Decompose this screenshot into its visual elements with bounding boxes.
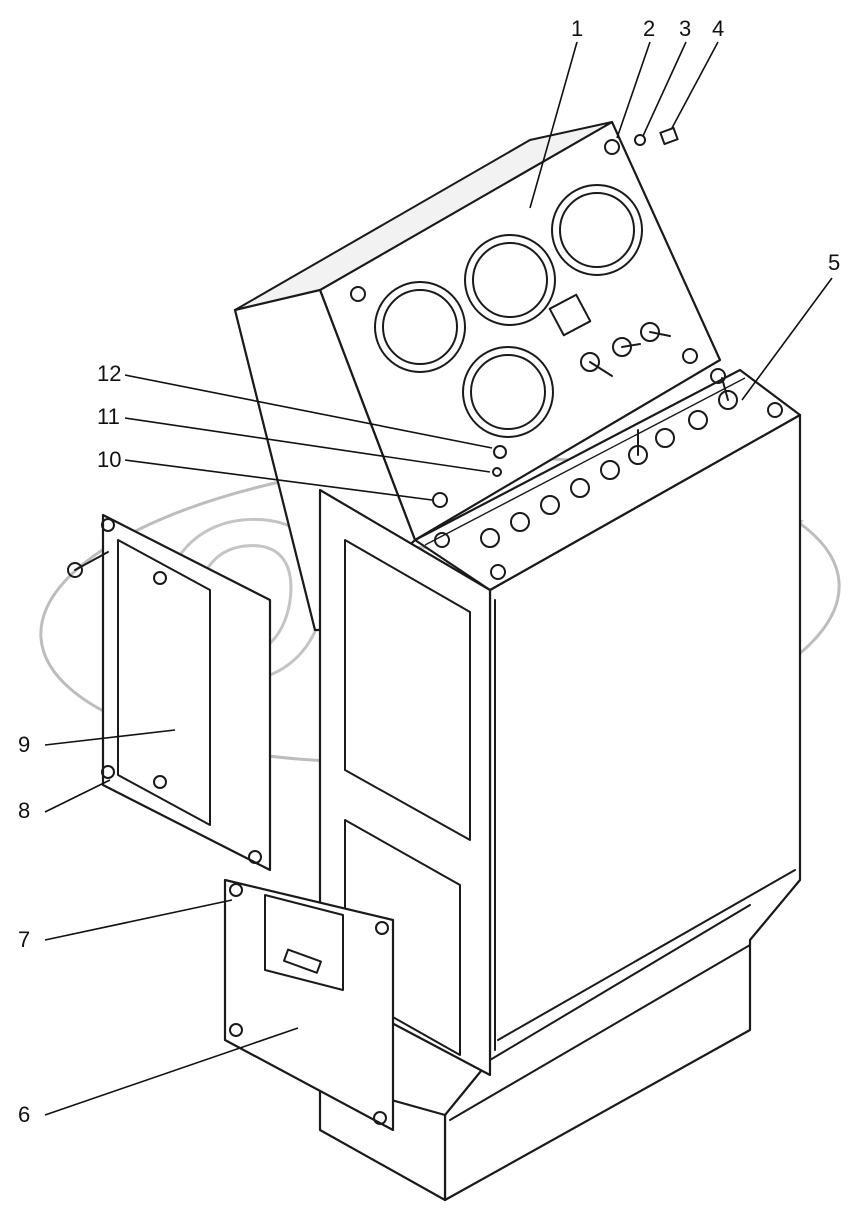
strip-screws (434, 368, 783, 580)
callout-7: 7 (18, 927, 30, 952)
gauges (374, 184, 643, 438)
loose-hardware (492, 126, 679, 477)
leader-lines (44, 41, 833, 1116)
panel-toggles (580, 322, 671, 377)
callout-4: 4 (712, 16, 724, 41)
switch-strip (413, 368, 802, 592)
connector-plate (223, 878, 395, 1132)
toggle-switches (480, 377, 738, 548)
callout-6: 6 (18, 1102, 30, 1127)
callout-5: 5 (828, 250, 840, 275)
callout-8: 8 (18, 798, 30, 823)
access-cover (67, 513, 272, 872)
callout-3: 3 (679, 16, 691, 41)
callout-labels: 1 2 3 4 5 6 7 8 9 10 11 12 (18, 16, 840, 1127)
panel-screws (350, 139, 698, 508)
callout-2: 2 (643, 16, 655, 41)
indicator-lamp (548, 293, 592, 337)
cabinet-plinth (318, 1078, 447, 1202)
callout-1: 1 (571, 16, 583, 41)
callout-12: 12 (97, 361, 121, 386)
callout-11: 11 (97, 404, 120, 429)
callout-10: 10 (97, 447, 121, 472)
callout-9: 9 (18, 732, 30, 757)
cabinet-body (443, 413, 802, 1202)
